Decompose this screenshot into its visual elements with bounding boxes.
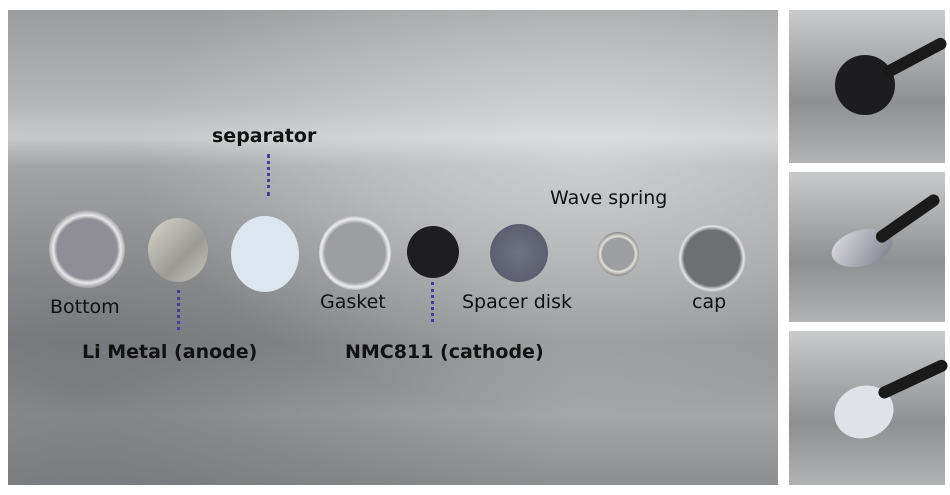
wave-spring — [597, 232, 639, 276]
li-metal-disc — [148, 218, 208, 282]
cap-casing — [678, 224, 746, 292]
spacer-disk — [490, 224, 548, 282]
wave-spring-label: Wave spring — [550, 187, 668, 209]
li-metal-label: Li Metal (anode) — [82, 341, 258, 363]
cathode-disc — [835, 55, 895, 115]
separator-disc — [231, 216, 299, 292]
cap-label: cap — [692, 291, 727, 313]
spacer-disk-label: Spacer disk — [462, 291, 572, 313]
gasket-label: Gasket — [320, 291, 386, 313]
nmc811-label: NMC811 (cathode) — [345, 341, 544, 363]
coin-cell-components-photo — [8, 10, 778, 485]
gasket-ring — [319, 216, 391, 290]
li-metal-leader-line — [177, 290, 180, 330]
tweezers — [873, 192, 942, 245]
tweezers — [881, 35, 949, 80]
bottom-label: Bottom — [50, 296, 120, 318]
nmc811-cathode-disc — [407, 226, 459, 278]
separator-handling-photo — [789, 331, 950, 485]
cathode-handling-photo — [789, 10, 949, 163]
nmc811-leader-line — [431, 282, 434, 322]
separator-label: separator — [212, 125, 317, 147]
separator-leader-line — [267, 154, 270, 196]
bottom-casing — [49, 210, 125, 288]
spacer-handling-photo — [789, 172, 945, 322]
tweezers — [876, 357, 950, 401]
